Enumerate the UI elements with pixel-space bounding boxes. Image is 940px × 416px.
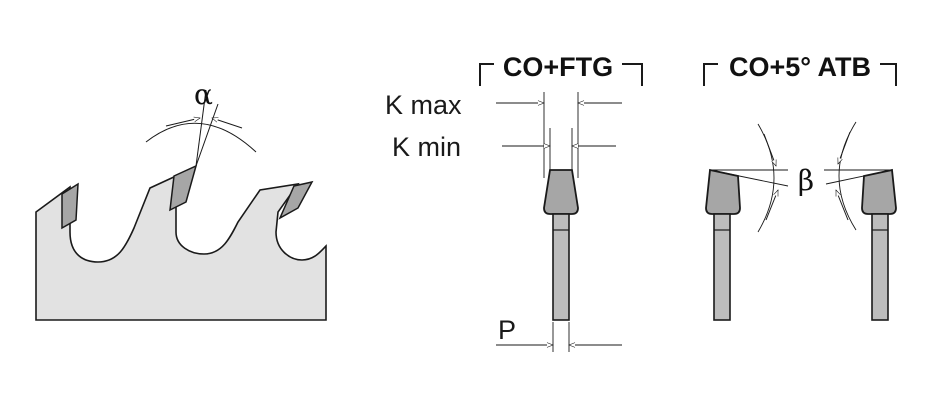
co-atb-bracket <box>703 63 897 86</box>
blade-body <box>35 174 327 321</box>
co-ftg-shank <box>552 213 570 321</box>
blade-profile: α <box>35 78 327 321</box>
p-label: P <box>498 315 516 345</box>
blade-tooth-3 <box>278 180 314 220</box>
co-ftg-bracket <box>479 63 643 86</box>
k-max-label: K max <box>385 90 462 120</box>
co-atb-left-shank <box>713 213 731 321</box>
co-atb-right-shank <box>871 213 889 321</box>
alpha-label: α <box>194 78 213 111</box>
beta-label: β <box>798 164 814 197</box>
co-atb-diagram: CO+5° ATB β <box>703 52 897 321</box>
co-ftg-tooth <box>543 169 579 215</box>
co-ftg-diagram: CO+FTG K max K min P <box>385 52 643 352</box>
co-atb-header: CO+5° ATB <box>729 52 871 82</box>
k-min-label: K min <box>392 132 461 162</box>
co-atb-right-tooth <box>861 168 897 215</box>
blade-tooth-2 <box>169 164 198 212</box>
co-atb-left-tooth <box>705 168 741 215</box>
co-ftg-header: CO+FTG <box>503 52 613 82</box>
blade-tooth-1 <box>61 182 79 230</box>
